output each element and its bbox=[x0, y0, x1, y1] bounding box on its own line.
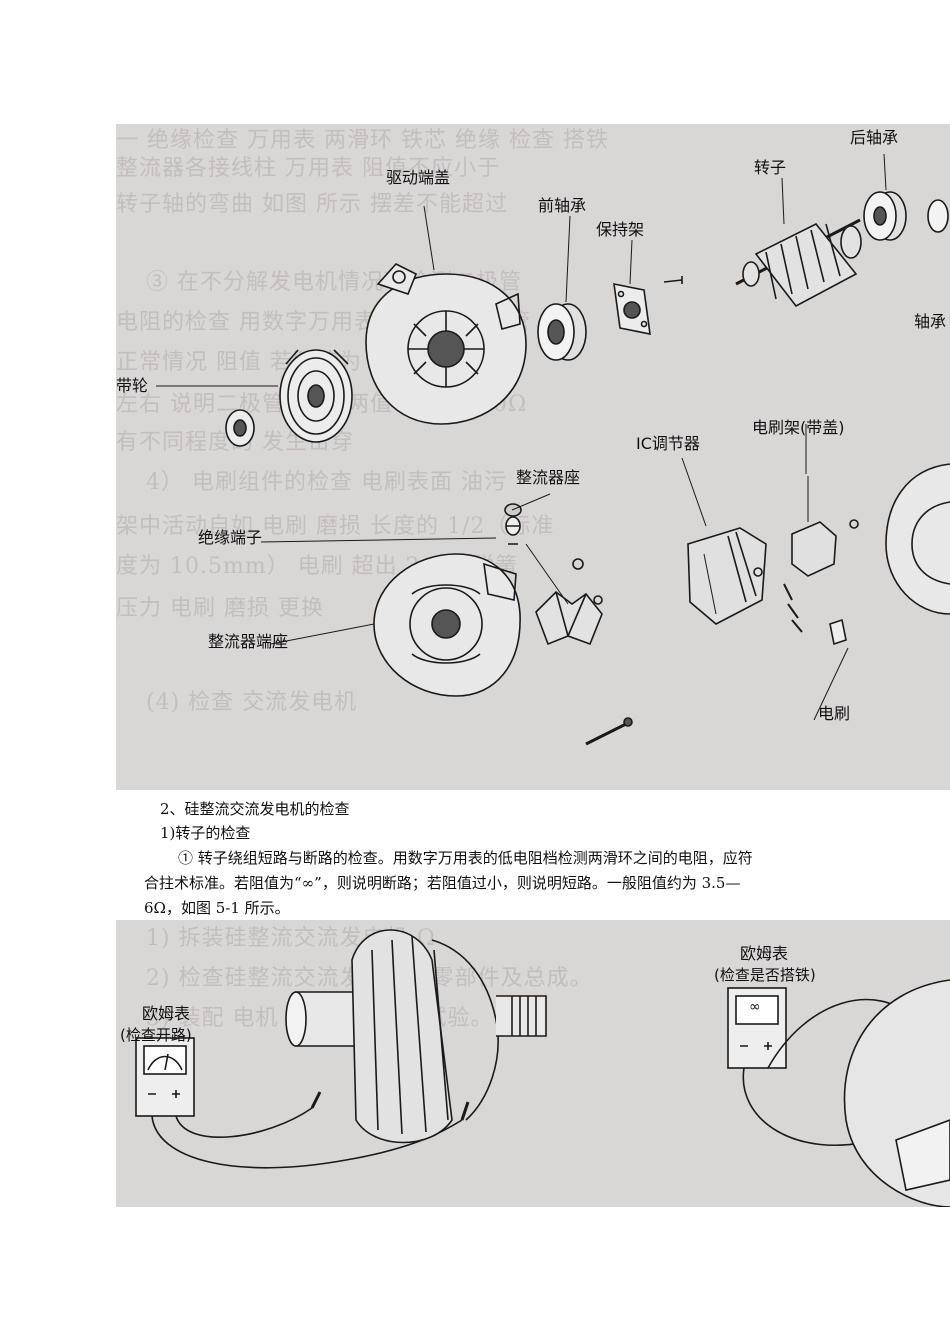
alternator-parts-drawing bbox=[156, 153, 950, 746]
bleed-through-text: 转子轴的弯曲 如图 所示 摆差不能超过 bbox=[116, 192, 508, 217]
label-retainer: 保持架 bbox=[596, 220, 645, 239]
meter-infinity-symbol: ∞ bbox=[749, 999, 761, 1015]
label-drive-end-cover: 驱动端盖 bbox=[386, 168, 451, 187]
label-bearing: 轴承 bbox=[914, 312, 947, 331]
bleed-through-text: 一 绝缘检查 万用表 两滑环 铁芯 绝缘 检查 搭铁 bbox=[116, 128, 609, 153]
bleed-through-text: 整流器各接线柱 万用表 阻值不应小于 bbox=[116, 156, 500, 181]
label-ohmmeter-left: 欧姆表 bbox=[142, 1004, 191, 1023]
label-front-bearing: 前轴承 bbox=[538, 196, 587, 215]
label-rectifier-end-seat: 整流器端座 bbox=[208, 632, 289, 651]
bleed-through-text: (4) 检查 交流发电机 bbox=[146, 690, 358, 715]
paragraph-line-2: 合拄术标准。若阻值为“∞”，则说明断路；若阻值过小，则说明短路。一般阻值约为 3… bbox=[144, 874, 741, 892]
rectifier-seat-drawing bbox=[504, 503, 633, 746]
label-ic-regulator: IC调节器 bbox=[636, 434, 700, 453]
label-ohmmeter-right: 欧姆表 bbox=[740, 944, 789, 963]
front-bearing-drawing bbox=[537, 303, 587, 361]
paragraph-line-1: ① 转子绕组短路与断路的检查。用数字万用表的低电阻档检测两滑环之间的电阻，应符 bbox=[178, 849, 753, 867]
label-rotor: 转子 bbox=[754, 158, 787, 177]
label-insulated-terminal: 绝缘端子 bbox=[198, 528, 263, 547]
label-brush-holder: 电刷架(带盖) bbox=[752, 418, 845, 437]
ic-regulator-drawing bbox=[687, 527, 767, 625]
rectifier-end-seat-drawing bbox=[373, 553, 521, 697]
rotor-ohmmeter-test-diagram: 1) 拆装硅整流交流发电机 Ω 2) 检查硅整流交流发电机的零部件及总成。 3)… bbox=[116, 920, 950, 1207]
pulley-drawing bbox=[279, 349, 353, 443]
label-check-open-circuit: (检查开路) bbox=[120, 1026, 192, 1044]
label-rectifier-seat: 整流器座 bbox=[516, 468, 581, 487]
bleed-through-text: 压力 电刷 磨损 更换 bbox=[116, 596, 324, 621]
brush-holder-drawing bbox=[753, 476, 859, 646]
bleed-through-text: 4） 电刷组件的检查 电刷表面 油污 bbox=[146, 470, 507, 495]
bleed-through-text: 架中活动自如 电刷 磨损 长度的 1/2（标准 bbox=[116, 514, 555, 539]
alternator-exploded-diagram: 一 绝缘检查 万用表 两滑环 铁芯 绝缘 检查 搭铁 整流器各接线柱 万用表 阻… bbox=[116, 124, 950, 790]
label-pulley: 带轮 bbox=[116, 376, 149, 395]
rotor-drawing bbox=[735, 218, 862, 308]
label-brush: 电刷 bbox=[818, 704, 851, 723]
label-check-grounding: (检查是否搭铁) bbox=[714, 966, 816, 984]
rear-bearing-drawing bbox=[863, 191, 949, 241]
drive-end-cover-drawing bbox=[365, 263, 527, 425]
paragraph-line-3: 6Ω，如图 5-1 所示。 bbox=[144, 899, 290, 917]
label-rear-bearing: 后轴承 bbox=[850, 128, 899, 147]
sub-heading: 1)转子的检查 bbox=[160, 824, 251, 842]
section-heading: 2、硅整流交流发电机的检查 bbox=[160, 800, 350, 818]
ohmmeter-test-drawing bbox=[135, 929, 950, 1207]
retainer-drawing bbox=[613, 276, 683, 336]
